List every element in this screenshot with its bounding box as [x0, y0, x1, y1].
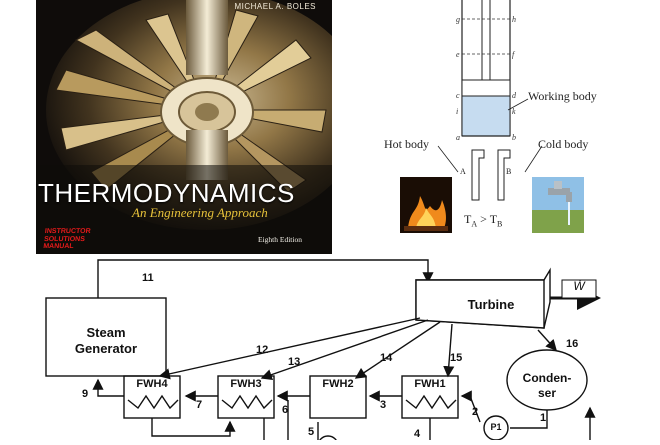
tb-symbol: T	[489, 212, 498, 226]
ta-subscript: A	[471, 219, 478, 229]
steam-generator-box	[45, 297, 167, 377]
book-subtitle: An Engineering Approach	[132, 205, 268, 220]
turbine-artwork	[36, 0, 332, 254]
point-label: k	[512, 107, 516, 116]
plant-flow-lines	[45, 259, 601, 445]
work-symbol: Ẇ	[573, 279, 585, 293]
stream-15: 15	[450, 352, 463, 364]
working-body-label: Working body	[528, 89, 597, 103]
point-label: i	[456, 107, 458, 116]
ta-symbol: T	[464, 212, 472, 226]
point-label: b	[512, 133, 516, 142]
steam-generator-line: Steam	[86, 325, 126, 340]
condenser-label: Conden- ser	[513, 371, 581, 401]
stream-3: 3	[380, 399, 387, 411]
fire-image	[400, 177, 452, 233]
stream-12: 12	[256, 344, 269, 356]
cold-body-label: Cold body	[538, 137, 589, 151]
book-title: THERMODYNAMICS	[38, 178, 295, 208]
book-edition: Eighth Edition	[258, 235, 302, 244]
stream-14: 14	[380, 352, 393, 364]
badge-line: SOLUTIONS	[43, 235, 86, 243]
fwh4-label: FWH4	[136, 378, 168, 390]
stream-5: 5	[308, 426, 315, 438]
pump-p1-label: P1	[490, 422, 502, 432]
solutions-manual-badge: INSTRUCTOR SOLUTIONS MANUAL	[43, 228, 91, 251]
stream-13: 13	[288, 356, 301, 368]
turbine-label: Turbine	[467, 297, 515, 312]
stream-1: 1	[540, 412, 547, 424]
point-label: d	[512, 91, 517, 100]
condenser-line: ser	[537, 386, 557, 400]
hot-body-label: Hot body	[384, 137, 429, 151]
point-label: e	[456, 50, 460, 59]
tb-subscript: B	[497, 219, 503, 229]
point-label: g	[456, 15, 460, 24]
temperature-inequality: TA > TB	[464, 212, 502, 228]
fwh1-label: FWH1	[414, 378, 446, 390]
steam-generator-line: Generator	[74, 341, 138, 356]
point-label: f	[512, 50, 516, 59]
book-author: MICHAEL A. BOLES	[234, 2, 316, 11]
point-label: h	[512, 15, 516, 24]
greater-than-symbol: >	[477, 212, 490, 226]
stream-2: 2	[472, 406, 479, 418]
piston-cylinder-diagram: g h e f c d i k a b A B Working body Hot…	[380, 0, 660, 245]
book-cover: MICHAEL A. BOLES THERMODYNAMICS An Engin…	[36, 0, 332, 254]
stream-7: 7	[196, 399, 203, 411]
power-plant-schematic: Steam Generator Turbine Ẇ Conden- ser FW…	[0, 250, 660, 445]
stream-4: 4	[414, 428, 421, 440]
steam-generator-label: Steam Generator	[52, 325, 160, 357]
point-label: a	[456, 133, 460, 142]
fwh3-box	[217, 375, 275, 419]
stream-16: 16	[566, 338, 579, 350]
faucet-image	[532, 177, 584, 233]
work-box	[561, 279, 597, 299]
stream-6: 6	[282, 404, 289, 416]
contact-b-label: B	[506, 167, 511, 176]
working-body-region	[461, 95, 511, 137]
fwh3-label: FWH3	[230, 378, 262, 390]
piston-cylinder-drawing: g h e f c d i k a b A B	[400, 0, 584, 233]
fwh2-box	[309, 375, 367, 419]
badge-line: INSTRUCTOR	[44, 228, 91, 235]
stream-11: 11	[142, 272, 154, 284]
fwh2-label: FWH2	[322, 378, 354, 390]
contact-a-label: A	[460, 167, 466, 176]
condenser-line: Conden-	[522, 371, 572, 385]
point-label: c	[456, 91, 460, 100]
stream-9: 9	[82, 388, 89, 400]
